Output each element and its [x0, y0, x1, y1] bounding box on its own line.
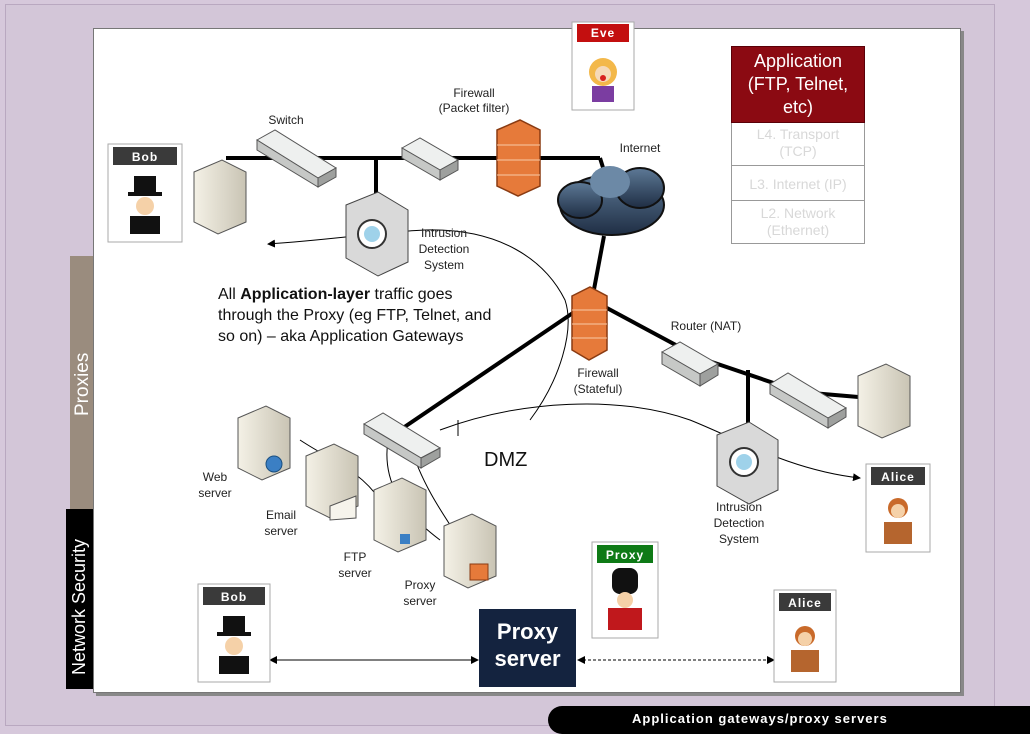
footer-bar: Application gateways/proxy servers	[548, 706, 1030, 734]
ids-top-label-3: System	[424, 258, 464, 272]
application-line-1: Application	[753, 51, 843, 71]
dmz-label: DMZ	[484, 449, 528, 471]
email-server-label-1: Email	[266, 508, 296, 522]
alice-bottom-label: Alice	[788, 596, 822, 610]
ids-top-label-1: Intrusion	[421, 226, 467, 240]
switch-top-icon	[256, 129, 337, 188]
note-prefix: All	[218, 286, 241, 303]
eve-label: Eve	[591, 26, 615, 40]
eve-card: Eve	[571, 21, 635, 111]
note-bold: Application-layer	[240, 286, 371, 303]
proxy-server-small-label-1: Proxy	[405, 578, 436, 592]
alice-bottom-card: Alice	[773, 589, 837, 683]
sidebar-primary-bar: Network Security	[66, 509, 93, 689]
proxy-card: Proxy	[591, 541, 659, 639]
application-line-3: etc)	[782, 97, 813, 117]
ids-right-label-3: System	[719, 532, 759, 546]
protocol-stack: Application (FTP, Telnet, etc) L4. Trans…	[731, 46, 865, 244]
note-rest: traffic goes through the Proxy (eg FTP, …	[218, 286, 492, 345]
bob-bottom-card: Bob	[197, 583, 271, 683]
proxy-box-line-2: server	[494, 646, 561, 671]
router-nat-icon	[660, 341, 720, 387]
bob-top-label: Bob	[132, 150, 158, 164]
application-layer: Application (FTP, Telnet, etc)	[731, 46, 865, 123]
web-server-icon	[237, 405, 291, 481]
email-server-icon	[305, 443, 359, 521]
alice-right-card: Alice	[865, 463, 931, 553]
switch-dmz-icon	[363, 412, 442, 469]
ids-top-icon	[345, 191, 409, 277]
proxy-label: Proxy	[606, 548, 644, 562]
proxy-server-small-icon	[443, 513, 497, 589]
proxy-server-small-label-2: server	[403, 594, 436, 608]
firewall-mid-label-2: (Stateful)	[574, 382, 623, 396]
network-layer: L2. Network (Ethernet)	[731, 201, 865, 244]
packet-filter-icon	[400, 137, 460, 181]
ids-right-label-2: Detection	[714, 516, 765, 530]
ids-top-label-2: Detection	[419, 242, 470, 256]
proxy-box-line-1: Proxy	[496, 619, 559, 644]
sidebar-secondary-bar: Proxies	[70, 256, 93, 509]
switch-label: Switch	[268, 113, 303, 127]
bob-top-card: Bob	[107, 143, 183, 243]
application-line-2: (FTP, Telnet,	[747, 74, 849, 94]
firewall-mid-label-1: Firewall	[577, 366, 618, 380]
router-label: Router (NAT)	[671, 319, 741, 333]
server-top-icon	[193, 159, 247, 235]
switch-right-icon	[769, 372, 847, 429]
firewall-top-label-1: Firewall	[453, 86, 494, 100]
firewall-top-label-2: (Packet filter)	[439, 101, 510, 115]
internet-layer: L3. Internet (IP)	[731, 166, 865, 201]
ftp-server-label-1: FTP	[344, 550, 367, 564]
internet-label: Internet	[620, 141, 661, 155]
web-server-label-2: server	[198, 486, 231, 500]
ids-right-label-1: Intrusion	[716, 500, 762, 514]
transport-layer: L4. Transport (TCP)	[731, 123, 865, 166]
footer-title: Application gateways/proxy servers	[632, 711, 888, 726]
email-server-label-2: server	[264, 524, 297, 538]
ftp-server-icon	[373, 477, 427, 553]
ftp-server-label-2: server	[338, 566, 371, 580]
web-server-label-1: Web	[203, 470, 228, 484]
firewall-top-icon	[496, 119, 541, 197]
proxy-note: All Application-layer traffic goes throu…	[218, 284, 508, 347]
server-right-icon	[857, 363, 911, 439]
proxy-server-box: Proxy server	[479, 609, 576, 687]
bob-bottom-label: Bob	[221, 590, 247, 604]
ids-right-icon	[716, 421, 779, 505]
firewall-stateful-icon	[571, 286, 608, 361]
internet-cloud-icon	[557, 166, 665, 236]
alice-right-label: Alice	[881, 470, 915, 484]
